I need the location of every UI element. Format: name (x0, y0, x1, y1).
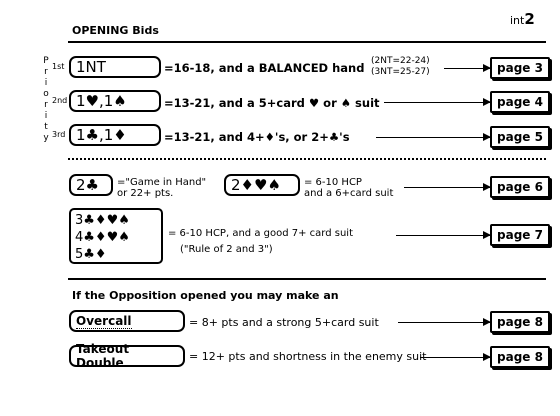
preempt-3-level: 3♣♦♥♠ (75, 213, 130, 228)
page-title: OPENING Bids (72, 24, 159, 37)
bid-minor-label: 1♣,1♦ (76, 126, 127, 144)
preempt-desc: = 6-10 HCP, and a good 7+ card suit (168, 228, 353, 239)
bid-1nt[interactable]: 1NT (69, 56, 161, 78)
order-1st: 1st (52, 62, 65, 71)
page-4-button[interactable]: page 4 (490, 91, 550, 113)
card-tag-prefix: int (510, 14, 525, 27)
bid-weak-two[interactable]: 2♦♥♠ (224, 174, 300, 196)
bid-weak-two-label: 2♦♥♠ (231, 176, 281, 194)
page-7-button[interactable]: page 7 (490, 224, 550, 246)
bid-major-desc: =13-21, and a 5+card ♥ or ♠ suit (164, 96, 380, 110)
takeout-label: Takeout Double (76, 342, 130, 370)
nt-notes: (2NT=22-24)(3NT=25-27) (371, 56, 430, 77)
bid-2c-desc: ="Game in Hand"or 22+ pts. (117, 177, 207, 199)
page-8-overcall-button[interactable]: page 8 (490, 311, 550, 333)
preempt-rule: ("Rule of 2 and 3") (180, 244, 273, 255)
bid-1nt-desc: =16-18, and a BALANCED hand (164, 61, 365, 75)
overcall-button[interactable]: Overcall (69, 310, 185, 332)
overcall-label: Overcall (76, 313, 132, 329)
takeout-double-button[interactable]: Takeout Double (69, 342, 185, 370)
bid-1nt-label: 1NT (76, 57, 106, 77)
overcall-desc: = 8+ pts and a strong 5+card suit (189, 316, 379, 329)
divider-dotted (68, 158, 546, 160)
bid-2c[interactable]: 2♣ (69, 174, 113, 196)
card-tag: int2 (510, 10, 535, 28)
page-6-button[interactable]: page 6 (490, 176, 550, 198)
arrow-row5 (396, 231, 491, 239)
page-8-takeout-button[interactable]: page 8 (490, 346, 550, 368)
arrow-row3 (376, 133, 491, 141)
card-tag-number: 2 (524, 10, 535, 28)
arrow-row2 (384, 98, 491, 106)
arrow-row7 (420, 353, 491, 361)
order-3rd: 3rd (52, 130, 66, 139)
bid-minor[interactable]: 1♣,1♦ (69, 124, 161, 146)
page-3-button[interactable]: page 3 (490, 57, 550, 79)
arrow-row6 (398, 318, 491, 326)
divider-bottom (68, 278, 546, 280)
preempt-5-level: 5♣♦ (75, 247, 107, 262)
bid-major-label: 1♥,1♠ (76, 92, 127, 110)
priority-label: P r i o r i t y (43, 56, 49, 143)
bid-2c-label: 2♣ (76, 176, 99, 194)
page-5-button[interactable]: page 5 (490, 126, 550, 148)
arrow-row4 (404, 183, 491, 191)
opposition-heading: If the Opposition opened you may make an (72, 289, 339, 302)
arrow-row1 (444, 64, 491, 72)
bid-preempts[interactable]: 3♣♦♥♠ 4♣♦♥♠ 5♣♦ (69, 208, 163, 264)
bid-major[interactable]: 1♥,1♠ (69, 90, 161, 112)
preempt-4-level: 4♣♦♥♠ (75, 230, 130, 245)
order-2nd: 2nd (52, 96, 68, 105)
divider-top (68, 41, 546, 43)
bid-minor-desc: =13-21, and 4+♦'s, or 2+♣'s (164, 130, 350, 144)
takeout-desc: = 12+ pts and shortness in the enemy sui… (189, 350, 427, 363)
